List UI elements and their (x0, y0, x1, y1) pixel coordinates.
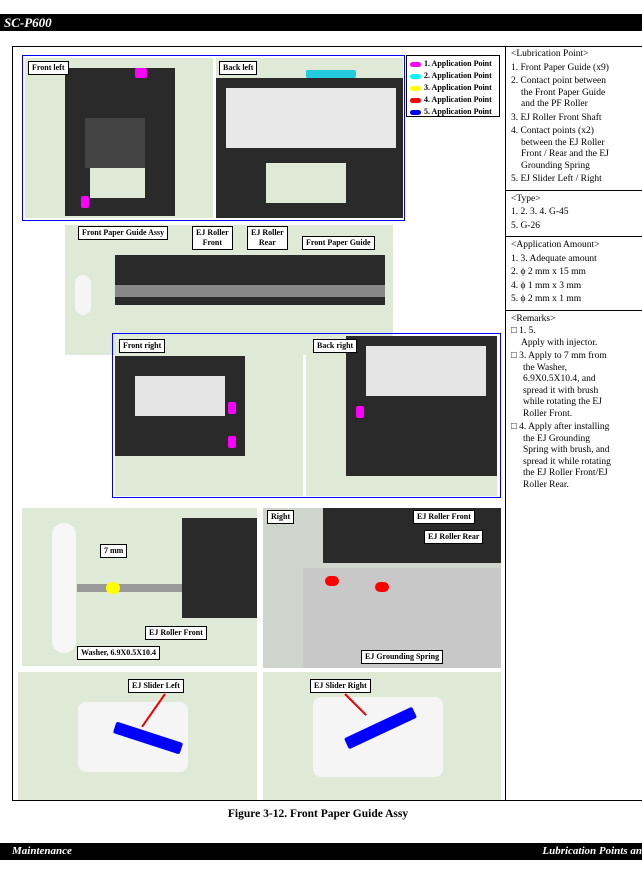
column-divider (505, 46, 506, 801)
label-front-left: Front left (28, 61, 69, 75)
label-right: Right (267, 510, 295, 524)
application-amount-section: <Application Amount> 1. 3. Adequate amou… (505, 237, 642, 311)
figure-frame (12, 46, 642, 801)
footer-section: Maintenance (12, 845, 72, 857)
label-ej-roller-front-detail: EJ Roller Front (145, 626, 207, 640)
remarks-section: <Remarks> □ 1. 5. Apply with injector. □… (511, 313, 611, 490)
legend-item: 2. Application Point (410, 70, 496, 82)
header-title: SC-P600 (4, 15, 52, 30)
label-grounding-spring: EJ Grounding Spring (361, 650, 444, 664)
label-assy: Front Paper Guide Assy (78, 226, 169, 240)
figure-caption: Figure 3-12. Front Paper Guide Assy (227, 808, 409, 820)
label-dim: 7 mm (100, 544, 128, 558)
photo-slider-left (18, 672, 257, 800)
legend-item: 1. Application Point (410, 58, 496, 70)
photo-slider-right (263, 672, 501, 800)
label-ej-roller-rear-r: EJ Roller Rear (424, 530, 484, 544)
legend-item: 5. Application Point (410, 106, 496, 118)
page-footer: Maintenance Lubrication Points an (0, 843, 642, 860)
label-slider-right: EJ Slider Right (310, 679, 371, 693)
label-back-left: Back left (219, 61, 258, 75)
photo-front-right (115, 336, 303, 496)
legend-item: 4. Application Point (410, 94, 496, 106)
photo-back-left (216, 58, 403, 218)
footer-chapter: Lubrication Points an (542, 845, 642, 857)
top-panel (22, 55, 405, 221)
lubrication-info-column: <Lubrication Point> 1. Front Paper Guide… (505, 46, 642, 494)
label-washer: Washer, 6.9X0.5X10.4 (77, 646, 161, 660)
label-slider-left: EJ Slider Left (128, 679, 184, 693)
page-header: SC-P600 (0, 14, 642, 31)
type-section: <Type> 1. 2. 3. 4. G-45 5. G-26 (505, 191, 642, 237)
photo-grounding-spring (263, 508, 501, 668)
label-back-right: Back right (313, 339, 358, 353)
photo-back-right (306, 336, 497, 496)
lower-panel (112, 333, 501, 498)
label-front-paper-guide: Front Paper Guide (302, 236, 375, 250)
lubrication-point-section: <Lubrication Point> 1. Front Paper Guide… (505, 46, 642, 191)
legend: 1. Application Point 2. Application Poin… (406, 55, 500, 117)
label-front-right: Front right (119, 339, 166, 353)
photo-washer-detail (22, 508, 257, 666)
photo-front-left (25, 58, 213, 218)
label-ej-roller-front-r: EJ Roller Front (413, 510, 475, 524)
legend-item: 3. Application Point (410, 82, 496, 94)
